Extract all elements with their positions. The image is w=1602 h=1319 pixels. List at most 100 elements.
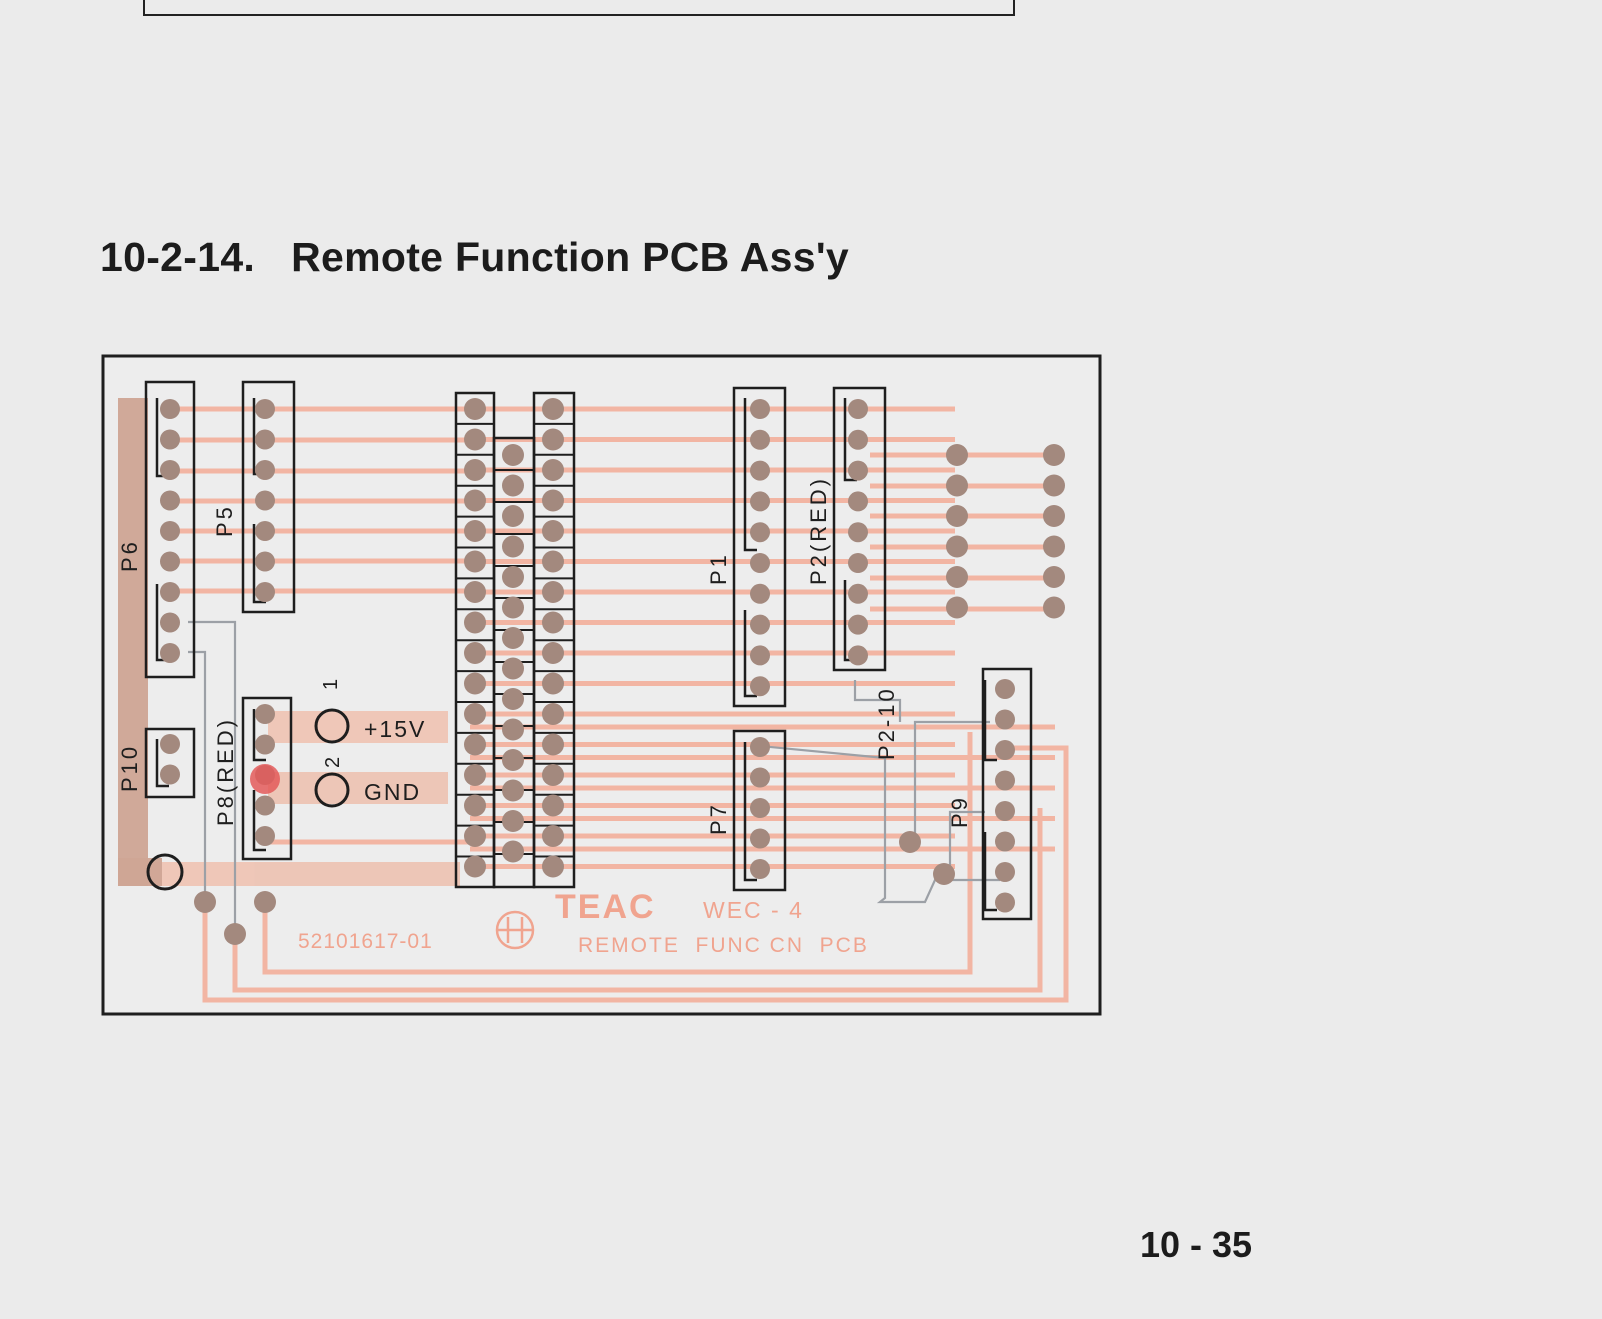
pad (502, 505, 524, 527)
pad (255, 551, 275, 572)
section-heading: 10-2-14. Remote Function PCB Ass'y (100, 234, 849, 281)
pad (464, 764, 486, 786)
pad (464, 398, 486, 420)
highlighted-pad (250, 764, 280, 794)
plus15v-terminal (314, 708, 350, 744)
pad (464, 550, 486, 573)
pad (542, 855, 564, 878)
pad (542, 642, 564, 664)
pad (1043, 566, 1065, 588)
board-model: WEC - 4 (703, 897, 804, 923)
pad (255, 460, 275, 480)
previous-figure-frame (143, 0, 1015, 16)
teac-logo-mark-icon (495, 910, 535, 950)
pad (542, 489, 564, 512)
pad (750, 491, 770, 512)
pad (750, 522, 770, 543)
pad (542, 825, 564, 847)
pad (502, 535, 524, 558)
pad (848, 614, 868, 635)
pad (502, 749, 524, 771)
pad (502, 566, 524, 588)
pad (995, 831, 1015, 852)
pad (848, 491, 868, 512)
pad (464, 855, 486, 878)
pad (502, 810, 524, 832)
gnd-label: GND (364, 779, 421, 805)
ground-bus-bar (118, 398, 148, 886)
pad (464, 733, 486, 756)
gnd-terminal (314, 772, 350, 808)
pad (1043, 444, 1065, 466)
pad (995, 709, 1015, 730)
pad (750, 798, 770, 818)
pad (542, 520, 564, 542)
pad (160, 582, 180, 602)
pad (255, 521, 275, 541)
pad (160, 551, 180, 572)
pad (502, 474, 524, 497)
pad (464, 459, 486, 481)
pad (542, 398, 564, 420)
section-title: Remote Function PCB Ass'y (291, 234, 850, 280)
pad (464, 520, 486, 542)
pad (995, 892, 1015, 913)
pad (542, 764, 564, 786)
p10-label: P10 (117, 744, 142, 792)
pad (848, 399, 868, 419)
pad-layer (160, 398, 1065, 945)
pad (750, 614, 770, 635)
plus15v-label: +15V (364, 716, 426, 742)
pad (502, 596, 524, 619)
pad (160, 612, 180, 633)
pad (464, 489, 486, 512)
section-number: 10-2-14. (100, 234, 256, 280)
pad (224, 923, 246, 945)
pad (995, 770, 1015, 791)
pad (946, 474, 968, 497)
pad (255, 734, 275, 755)
p7-housing (732, 729, 787, 892)
pad (995, 740, 1015, 760)
pad (255, 490, 275, 511)
p1-housing (732, 386, 787, 708)
ground-mount-hole (146, 853, 184, 891)
pad (848, 429, 868, 450)
trace (262, 732, 973, 975)
p9-label: P9 (947, 795, 972, 828)
pad (502, 657, 524, 680)
pad (464, 611, 486, 634)
pad (848, 553, 868, 573)
pad (464, 642, 486, 664)
pad (750, 737, 770, 757)
pad (848, 522, 868, 543)
trace (232, 808, 1043, 993)
power-pin2-label: 2 (322, 757, 344, 768)
p2-10-label: P2-10 (874, 686, 899, 760)
pad (848, 583, 868, 604)
pad (1043, 474, 1065, 497)
p2-housing (832, 386, 887, 672)
pad (946, 444, 968, 466)
pad (542, 428, 564, 451)
pad (946, 566, 968, 588)
pad (1043, 535, 1065, 558)
pad (542, 550, 564, 573)
pad (255, 429, 275, 450)
pad (848, 645, 868, 666)
pad (750, 828, 770, 849)
p10-housing (144, 727, 196, 799)
page-number: 10 - 35 (1140, 1224, 1253, 1265)
pad (255, 704, 275, 724)
pad (502, 627, 524, 649)
p2-label: P2(RED) (806, 476, 831, 585)
pad (750, 553, 770, 573)
connector-latches (155, 398, 997, 912)
pad (750, 399, 770, 419)
pad (995, 801, 1015, 821)
p8-housing (241, 696, 293, 861)
pad (502, 718, 524, 741)
pad (160, 490, 180, 511)
